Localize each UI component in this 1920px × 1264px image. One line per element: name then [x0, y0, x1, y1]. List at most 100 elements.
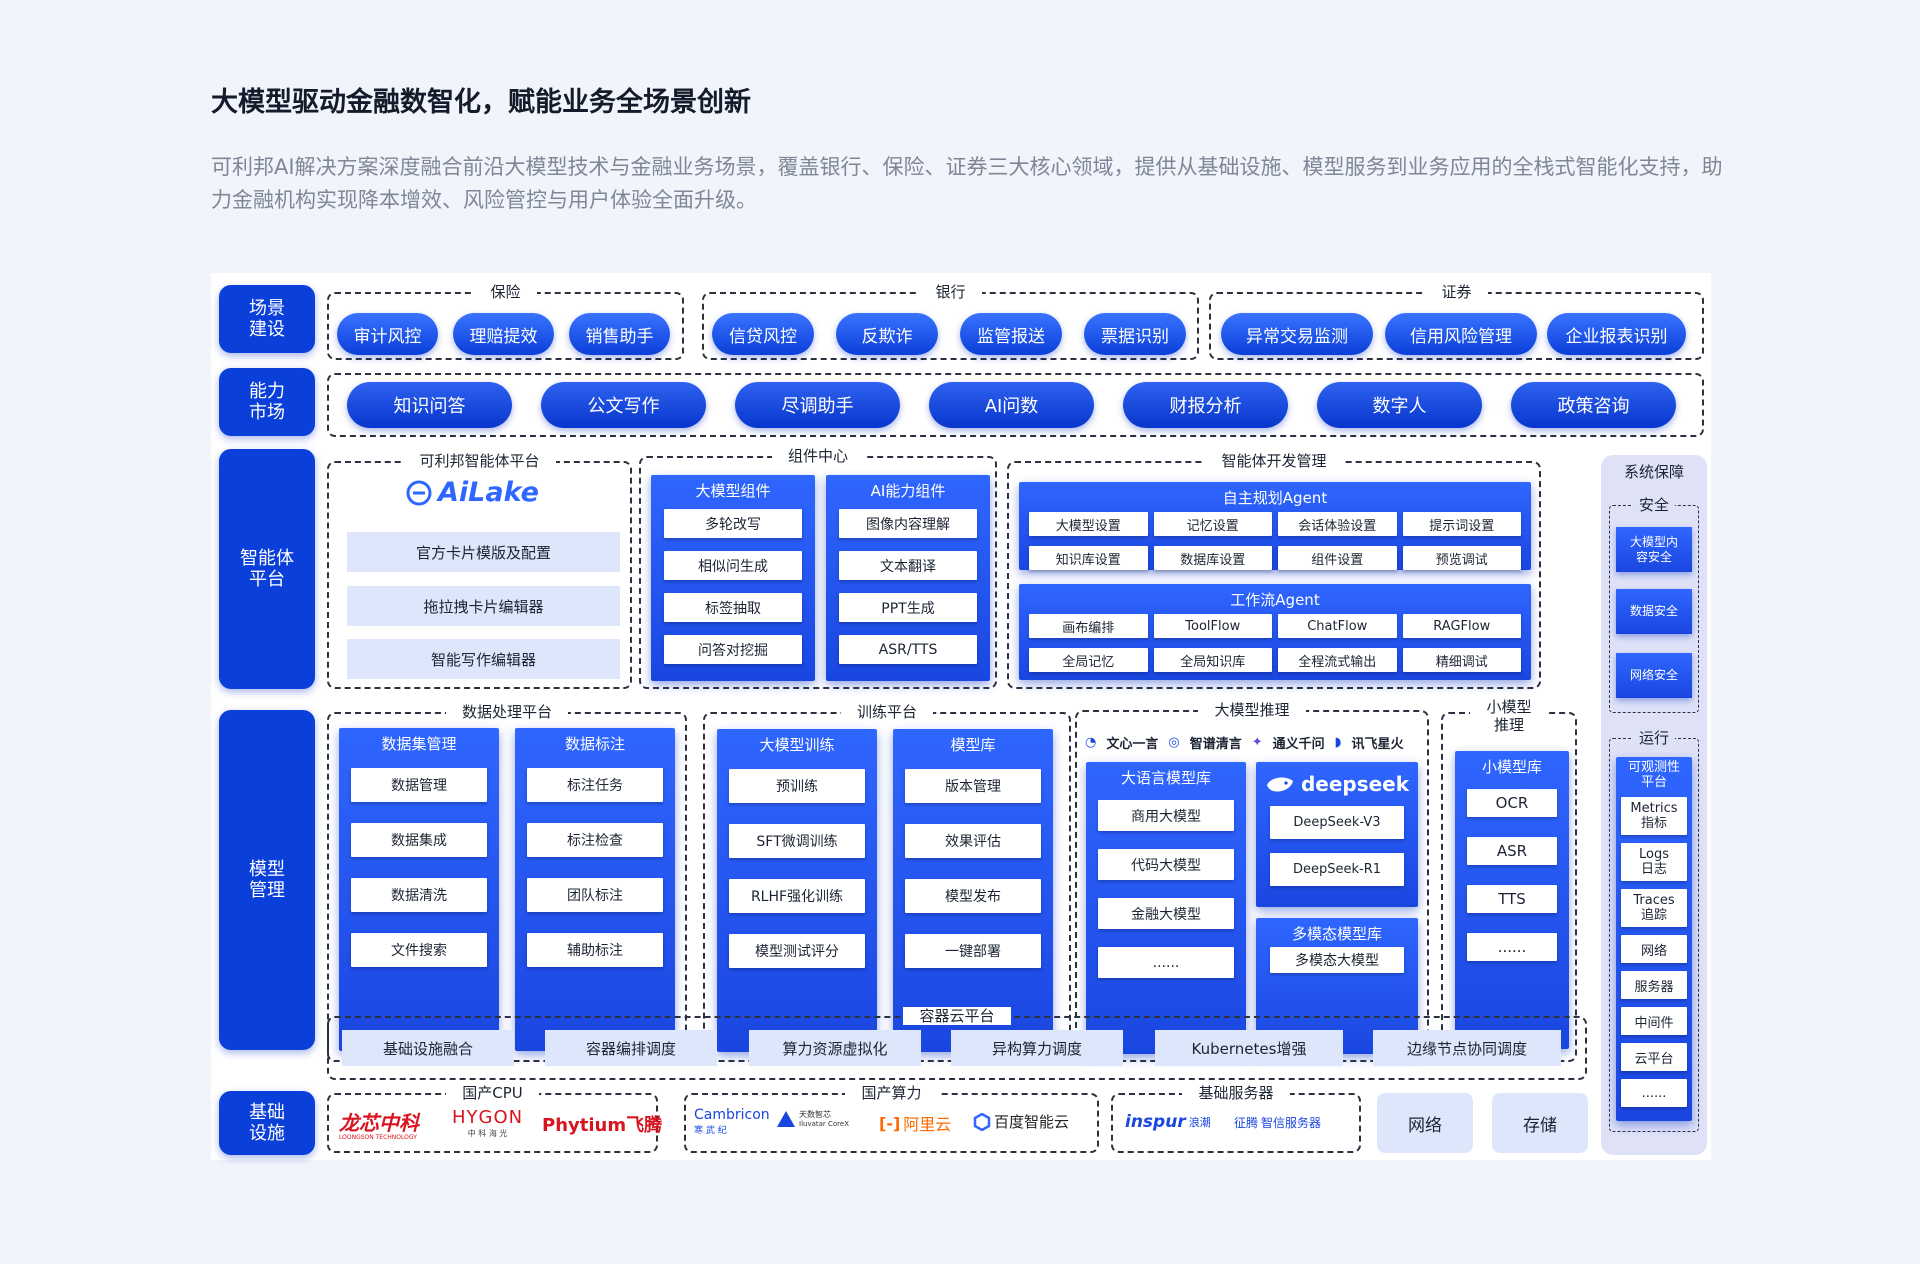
- ops-item[interactable]: ......: [1621, 1079, 1687, 1107]
- component-item[interactable]: 文本翻译: [839, 551, 977, 580]
- workflow-item[interactable]: 全程流式输出: [1278, 648, 1397, 672]
- scene-item[interactable]: 审计风控: [337, 313, 438, 355]
- data-item[interactable]: 数据管理: [351, 768, 487, 802]
- group-securities-title: 证券: [1425, 283, 1488, 301]
- annotation-item[interactable]: 标注检查: [527, 823, 663, 857]
- agent-platform-item[interactable]: 智能写作编辑器: [347, 639, 620, 679]
- agent-setting-item[interactable]: 预览调试: [1402, 546, 1521, 570]
- ops-item[interactable]: Metrics 指标: [1621, 797, 1687, 835]
- ops-item[interactable]: 网络: [1621, 935, 1687, 963]
- workflow-item[interactable]: 全局记忆: [1029, 648, 1148, 672]
- llm-lib-item[interactable]: 代码大模型: [1098, 849, 1234, 880]
- multimodal-item[interactable]: 多模态大模型: [1270, 947, 1404, 973]
- model-lib-item[interactable]: 效果评估: [905, 824, 1041, 858]
- workflow-item[interactable]: ToolFlow: [1153, 614, 1272, 638]
- annotation-item[interactable]: 团队标注: [527, 878, 663, 912]
- small-model-item[interactable]: OCR: [1467, 789, 1557, 817]
- train-item[interactable]: 模型测试评分: [729, 934, 865, 968]
- whale-icon: [1266, 777, 1293, 792]
- container-item[interactable]: 边缘节点协同调度: [1373, 1030, 1561, 1066]
- network-box[interactable]: 网络: [1377, 1093, 1473, 1153]
- model-lib-item[interactable]: 版本管理: [905, 769, 1041, 803]
- component-item[interactable]: 问答对挖掘: [664, 635, 802, 664]
- dataset-management: 数据集管理 数据管理 数据集成 数据清洗 文件搜索: [339, 728, 499, 1051]
- llm-infer-title: 大模型推理: [1198, 701, 1306, 719]
- workflow-item[interactable]: 画布编排: [1029, 614, 1148, 638]
- capability-item[interactable]: 财报分析: [1123, 382, 1288, 428]
- capability-item[interactable]: 尽调助手: [735, 382, 900, 428]
- security-item[interactable]: 网络安全: [1616, 653, 1692, 698]
- workflow-item[interactable]: ChatFlow: [1278, 614, 1397, 638]
- scene-item[interactable]: 监管报送: [960, 313, 1062, 355]
- ops-item[interactable]: 云平台: [1621, 1043, 1687, 1071]
- workflow-item[interactable]: 全局知识库: [1153, 648, 1272, 672]
- compute-title: 国产算力: [845, 1084, 938, 1102]
- architecture-diagram: 场景 建设 能力 市场 智能体 平台 模型 管理 基础 设施 保险 审计风控 理…: [211, 273, 1711, 1160]
- container-item[interactable]: 异构算力调度: [951, 1030, 1123, 1066]
- deepseek-item[interactable]: DeepSeek-R1: [1270, 853, 1404, 886]
- component-item[interactable]: PPT生成: [839, 593, 977, 622]
- storage-box[interactable]: 存储: [1492, 1093, 1588, 1153]
- data-item[interactable]: 数据清洗: [351, 878, 487, 912]
- container-item[interactable]: 算力资源虚拟化: [749, 1030, 921, 1066]
- small-model-item[interactable]: ......: [1467, 933, 1557, 961]
- train-item[interactable]: 预训练: [729, 769, 865, 803]
- container-item[interactable]: Kubernetes增强: [1155, 1030, 1343, 1066]
- capability-item[interactable]: AI问数: [929, 382, 1094, 428]
- scene-item[interactable]: 信用风险管理: [1385, 313, 1537, 355]
- container-item[interactable]: 基础设施融合: [342, 1030, 514, 1066]
- train-item[interactable]: SFT微调训练: [729, 824, 865, 858]
- deepseek-item[interactable]: DeepSeek-V3: [1270, 806, 1404, 839]
- data-item[interactable]: 数据集成: [351, 823, 487, 857]
- llm-lib-item[interactable]: 金融大模型: [1098, 898, 1234, 929]
- capability-item[interactable]: 知识问答: [347, 382, 512, 428]
- component-item[interactable]: 多轮改写: [664, 509, 802, 538]
- annotation-item[interactable]: 辅助标注: [527, 933, 663, 967]
- model-lib-item[interactable]: 一键部署: [905, 934, 1041, 968]
- scene-item[interactable]: 票据识别: [1084, 313, 1186, 355]
- small-model-item[interactable]: ASR: [1467, 837, 1557, 865]
- agent-setting-item[interactable]: 数据库设置: [1153, 546, 1272, 570]
- agent-setting-item[interactable]: 记忆设置: [1153, 512, 1272, 536]
- annotation-item[interactable]: 标注任务: [527, 768, 663, 802]
- small-model-item[interactable]: TTS: [1467, 885, 1557, 913]
- scene-item[interactable]: 销售助手: [569, 313, 670, 355]
- scene-item[interactable]: 企业报表识别: [1547, 313, 1686, 355]
- agent-platform-item[interactable]: 拖拉拽卡片编辑器: [347, 586, 620, 626]
- data-item[interactable]: 文件搜索: [351, 933, 487, 967]
- component-item[interactable]: 标签抽取: [664, 593, 802, 622]
- xunfei-icon: ◗: [1334, 734, 1342, 750]
- workflow-item[interactable]: 精细调试: [1402, 648, 1521, 672]
- agent-setting-item[interactable]: 组件设置: [1278, 546, 1397, 570]
- security-item[interactable]: 数据安全: [1616, 589, 1692, 634]
- ops-item[interactable]: Traces 追踪: [1621, 889, 1687, 927]
- capability-item[interactable]: 数字人: [1317, 382, 1482, 428]
- capability-item[interactable]: 公文写作: [541, 382, 706, 428]
- component-item[interactable]: 图像内容理解: [839, 509, 977, 538]
- llm-lib-item[interactable]: ......: [1098, 947, 1234, 978]
- scene-item[interactable]: 异常交易监测: [1221, 313, 1373, 355]
- workflow-item[interactable]: RAGFlow: [1402, 614, 1521, 638]
- model-lib-item[interactable]: 模型发布: [905, 879, 1041, 913]
- ops-item[interactable]: 中间件: [1621, 1007, 1687, 1035]
- agent-setting-item[interactable]: 会话体验设置: [1278, 512, 1397, 536]
- agent-setting-item[interactable]: 知识库设置: [1029, 546, 1148, 570]
- ops-item[interactable]: 服务器: [1621, 971, 1687, 999]
- scene-item[interactable]: 理赔提效: [453, 313, 554, 355]
- scene-item[interactable]: 反欺诈: [836, 313, 938, 355]
- agent-platform-item[interactable]: 官方卡片模版及配置: [347, 532, 620, 572]
- security-item[interactable]: 大模型内 容安全: [1616, 527, 1692, 572]
- llm-lib-item[interactable]: 商用大模型: [1098, 800, 1234, 831]
- ops-item[interactable]: Logs 日志: [1621, 843, 1687, 881]
- container-item[interactable]: 容器编排调度: [545, 1030, 717, 1066]
- component-item[interactable]: 相似问生成: [664, 551, 802, 580]
- component-item[interactable]: ASR/TTS: [839, 635, 977, 664]
- agent-dev-title: 智能体开发管理: [1205, 452, 1343, 470]
- agent-setting-item[interactable]: 提示词设置: [1402, 512, 1521, 536]
- inspur-logo: inspur 浪潮: [1125, 1112, 1211, 1132]
- row-label-model: 模型 管理: [219, 710, 315, 1050]
- train-item[interactable]: RLHF强化训练: [729, 879, 865, 913]
- capability-item[interactable]: 政策咨询: [1511, 382, 1676, 428]
- scene-item[interactable]: 信贷风控: [712, 313, 814, 355]
- agent-setting-item[interactable]: 大模型设置: [1029, 512, 1148, 536]
